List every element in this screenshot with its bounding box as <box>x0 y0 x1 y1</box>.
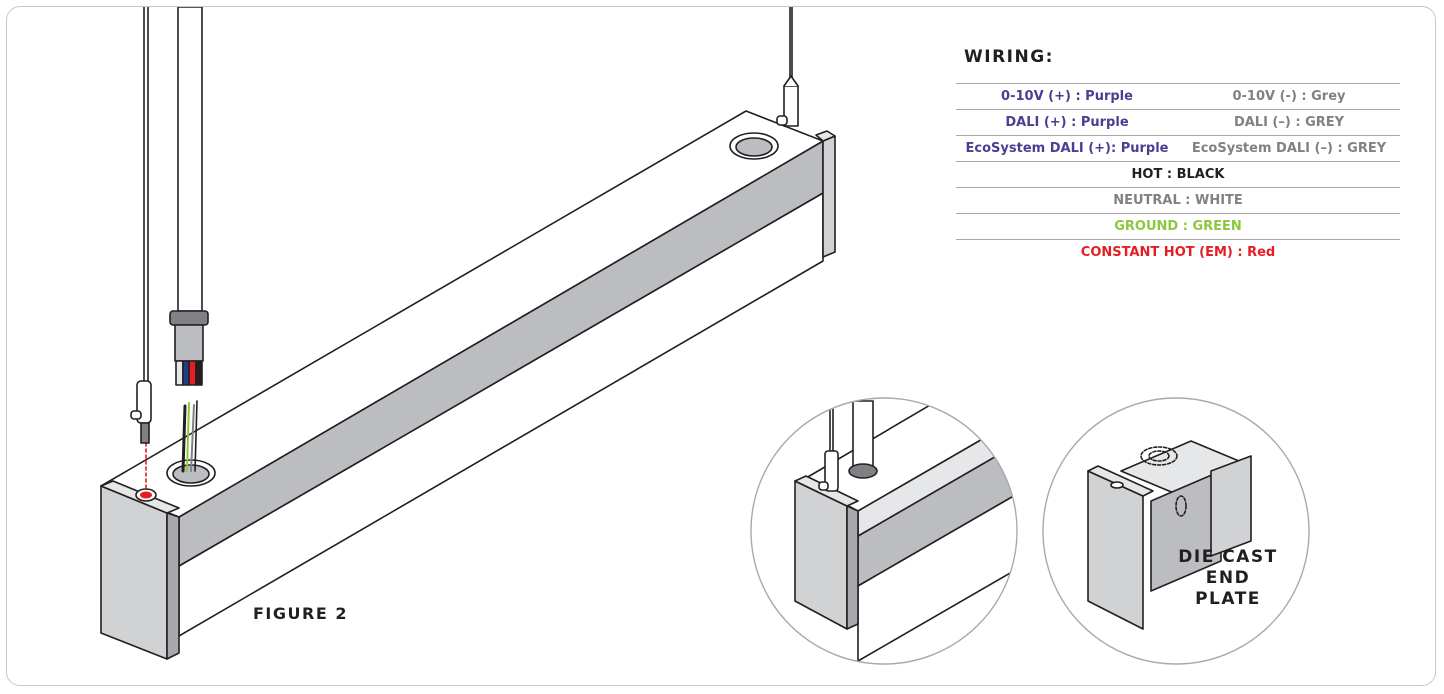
wiring-table: 0-10V (+) : Purple 0-10V (-) : Grey DALI… <box>956 83 1400 265</box>
wiring-row: 0-10V (+) : Purple 0-10V (-) : Grey <box>956 83 1400 110</box>
wiring-row: NEUTRAL : WHITE <box>956 187 1400 214</box>
wiring-row: DALI (+) : Purple DALI (–) : GREY <box>956 109 1400 136</box>
figure-label: FIGURE 2 <box>253 604 348 623</box>
left-mount-hole <box>135 442 157 502</box>
wiring-cell-right: DALI (–) : GREY <box>1178 109 1400 136</box>
die-cast-label-line3: PLATE <box>1195 589 1261 609</box>
wiring-hot: HOT : BLACK <box>956 161 1400 188</box>
wiring-ground: GROUND : GREEN <box>956 213 1400 240</box>
wiring-row: HOT : BLACK <box>956 161 1400 188</box>
wiring-cell-right: 0-10V (-) : Grey <box>1178 83 1400 110</box>
supply-wires <box>181 400 198 473</box>
die-cast-label-line2: END <box>1205 568 1251 588</box>
fixture-illustration <box>100 7 1310 665</box>
wiring-constant-hot: CONSTANT HOT (EM) : Red <box>1080 245 1276 260</box>
right-aircraft-cable <box>776 7 799 127</box>
fixture-body <box>100 110 824 637</box>
wiring-cell-left: DALI (+) : Purple <box>956 109 1178 136</box>
wiring-row: GROUND : GREEN <box>956 213 1400 240</box>
wiring-row: CONSTANT HOT (EM) : Red <box>956 240 1400 266</box>
figure-frame: WIRING: 0-10V (+) : Purple 0-10V (-) : G… <box>6 6 1436 686</box>
right-cable-port <box>729 132 779 160</box>
wiring-title: WIRING: <box>964 47 1054 67</box>
detail-end-cap <box>750 397 1018 665</box>
left-cable-port <box>166 459 216 487</box>
wiring-cell-left: 0-10V (+) : Purple <box>956 83 1178 110</box>
die-cast-label: DIE CAST END PLATE <box>1173 547 1283 610</box>
left-end-plate <box>100 480 180 660</box>
left-aircraft-cable <box>130 7 152 444</box>
wiring-neutral: NEUTRAL : WHITE <box>956 187 1400 214</box>
right-end-plate <box>815 130 836 258</box>
wiring-cell-left: EcoSystem DALI (+): Purple <box>956 135 1178 162</box>
wiring-row: EcoSystem DALI (+): Purple EcoSystem DAL… <box>956 135 1400 162</box>
wiring-cell-right: EcoSystem DALI (–) : GREY <box>1178 135 1400 162</box>
die-cast-label-line1: DIE CAST <box>1178 547 1278 567</box>
detail-die-cast-plate <box>1042 397 1310 665</box>
power-cord <box>169 7 209 386</box>
